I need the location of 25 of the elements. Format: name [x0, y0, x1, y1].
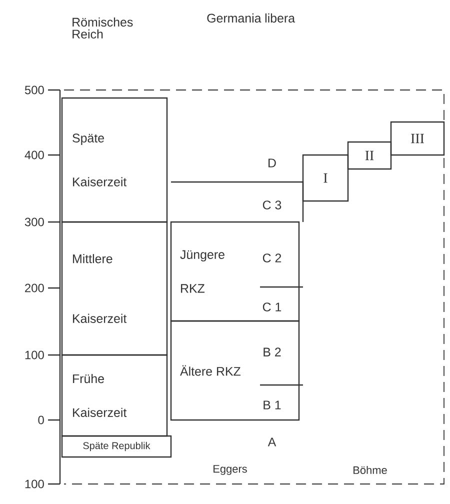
column-heading: Römisches Reich [72, 17, 133, 39]
phase-box: III [390, 121, 445, 156]
period-box: Späte Kaiserzeit [61, 97, 168, 223]
phase-box: I [302, 154, 349, 202]
tick-label: 0 [38, 416, 44, 424]
tick-label: 100 [25, 480, 44, 488]
tick-label: 200 [25, 284, 44, 292]
phase-label: B 1 [264, 400, 281, 410]
tick-label: 100 [25, 350, 44, 360]
tick-label: 500 [24, 86, 44, 94]
scheme-label: Eggers [214, 465, 247, 475]
phase-label: B 2 [264, 348, 281, 356]
phase-label: D [268, 158, 276, 168]
scheme-label: Böhme [354, 466, 387, 474]
column-heading: Germania libera [207, 13, 296, 23]
phase-label: A [268, 438, 276, 446]
period-box: Mittlere Kaiserzeit [61, 221, 168, 356]
tick-label: 300 [24, 218, 44, 226]
phase-label: C 3 [262, 200, 282, 210]
period-box: Frühe Kaiserzeit [61, 354, 168, 437]
phase-label: C 2 [262, 254, 282, 262]
phase-box: II [347, 141, 392, 170]
period-box: Späte Republik [61, 435, 172, 458]
phase-label: C 1 [262, 302, 282, 312]
tick-label: 400 [24, 150, 44, 160]
